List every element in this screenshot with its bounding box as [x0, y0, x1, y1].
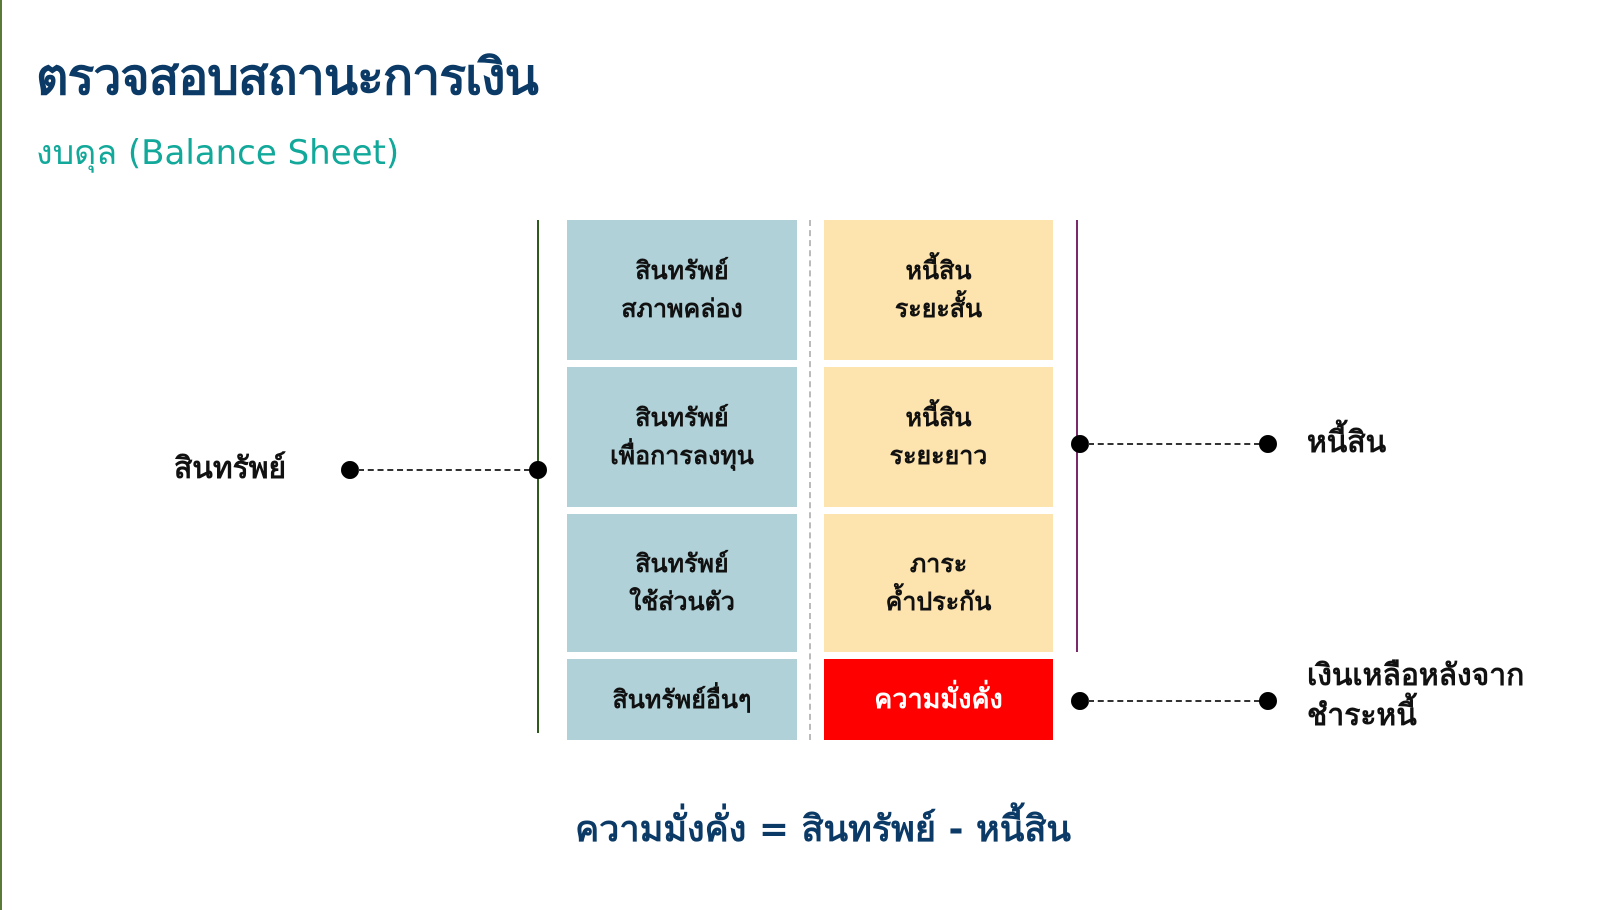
page-subtitle: งบดุล (Balance Sheet) [36, 133, 400, 173]
equity-label: เงินเหลือหลังจาก ชำระหนี้ [1307, 658, 1525, 733]
net-worth-box: ความมั่งคั่ง [824, 659, 1053, 740]
long-term-liabilities-box: หนี้สิน ระยะยาว [824, 367, 1053, 507]
connector-dot [529, 461, 547, 479]
investment-assets-box: สินทรัพย์ เพื่อการลงทุน [567, 367, 797, 507]
page-title: ตรวจสอบสถานะการเงิน [36, 48, 539, 106]
short-term-liabilities-box: หนี้สิน ระยะสั้น [824, 220, 1053, 360]
connector-dot [1071, 692, 1089, 710]
net-worth-formula: ความมั่งคั่ง = สินทรัพย์ - หนี้สิน [575, 809, 1071, 850]
guarantee-obligations-box: ภาระ ค้ำประกัน [824, 514, 1053, 652]
personal-assets-box: สินทรัพย์ ใช้ส่วนตัว [567, 514, 797, 652]
connector-dot [341, 461, 359, 479]
liabilities-connector-line [1088, 443, 1260, 445]
liquid-assets-box: สินทรัพย์ สภาพคล่อง [567, 220, 797, 360]
column-divider [809, 220, 811, 740]
equity-connector-line [1088, 700, 1260, 702]
slide-left-border [0, 0, 2, 910]
connector-dot [1259, 435, 1277, 453]
assets-connector-line [358, 469, 530, 471]
assets-label: สินทรัพย์ [174, 451, 287, 486]
other-assets-box: สินทรัพย์อื่นๆ [567, 659, 797, 740]
liabilities-label: หนี้สิน [1307, 425, 1387, 460]
connector-dot [1071, 435, 1089, 453]
connector-dot [1259, 692, 1277, 710]
